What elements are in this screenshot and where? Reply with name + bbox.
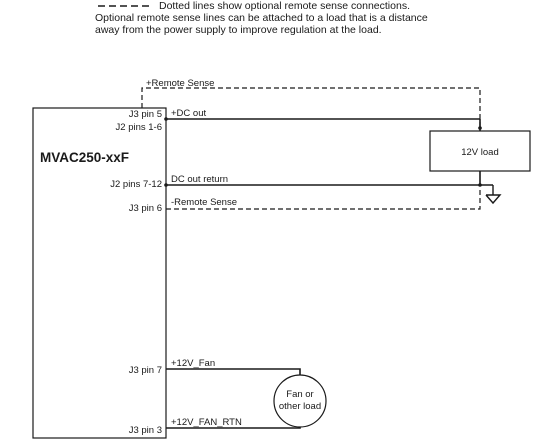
legend-remote-sense-text-1: Optional remote sense lines can be attac… bbox=[95, 12, 428, 24]
device-name: MVAC250-xxF bbox=[40, 150, 129, 165]
fan-load-circle bbox=[273, 374, 327, 428]
plus-12v-fan-wire bbox=[166, 368, 301, 376]
pin-label-j2-pins-1-6: J2 pins 1-6 bbox=[116, 122, 162, 133]
minus-remote-sense-wire bbox=[166, 188, 481, 210]
pin-label-j3-pin3: J3 pin 3 bbox=[129, 425, 162, 436]
pin-label-j2-pins-7-12: J2 pins 7-12 bbox=[110, 179, 162, 190]
pin-label-j3-pin5: J3 pin 5 bbox=[129, 109, 162, 120]
plus-remote-sense-wire bbox=[141, 87, 481, 128]
signal-label-plus-remote-sense: +Remote Sense bbox=[146, 78, 214, 89]
legend-dotted-lines-text: Dotted lines show optional remote sense … bbox=[159, 0, 410, 12]
load-dot-top bbox=[478, 126, 482, 130]
ground-symbol-icon bbox=[485, 194, 502, 205]
fan-load-label-2: other load bbox=[279, 401, 321, 412]
legend-remote-sense-text-2: away from the power supply to improve re… bbox=[95, 24, 382, 36]
main-load-box bbox=[429, 130, 531, 172]
pin-label-j3-pin7: J3 pin 7 bbox=[129, 365, 162, 376]
signal-label-plus-12v-fan: +12V_Fan bbox=[171, 358, 215, 369]
signal-label-minus-remote-sense: -Remote Sense bbox=[171, 197, 237, 208]
fan-load-label-1: Fan or bbox=[286, 389, 313, 400]
main-load-label: 12V load bbox=[461, 147, 499, 158]
power-supply-box bbox=[32, 107, 167, 439]
signal-label-plus-12v-fan-rtn: +12V_FAN_RTN bbox=[171, 417, 242, 428]
pin-label-j3-pin6: J3 pin 6 bbox=[129, 203, 162, 214]
signal-label-dc-out-return: DC out return bbox=[171, 174, 228, 185]
signal-label-plus-dc-out: +DC out bbox=[171, 108, 206, 119]
